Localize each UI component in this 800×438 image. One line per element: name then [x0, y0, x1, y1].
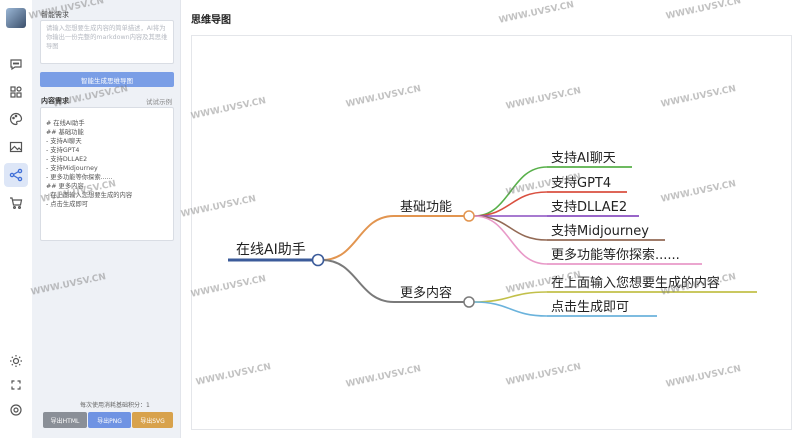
chat-icon[interactable] [8, 56, 24, 72]
watermark: WWW.UVSV.CN [498, 0, 575, 26]
branch-node [463, 296, 475, 308]
branch-connector [321, 215, 395, 261]
branch-label: 基础功能 [400, 200, 452, 215]
root-node [311, 253, 325, 267]
child-connector [473, 291, 548, 303]
icon-rail [0, 0, 33, 438]
usage-note: 每次使用消耗基础积分：1 [80, 402, 150, 409]
child-label: 支持AI聊天 [551, 151, 616, 166]
try-example-link[interactable]: 试试示例 [146, 98, 172, 106]
child-label: 点击生成即可 [551, 300, 629, 315]
desc-label: 智能需求 [41, 11, 69, 19]
branch-label: 更多内容 [400, 285, 452, 301]
child-connector [473, 215, 548, 265]
child-connector [473, 191, 548, 217]
export-svg-button[interactable]: 导出SVG [132, 412, 173, 428]
input-panel: 智能需求 智能生成思维导图 内容需求 试试示例 每次使用消耗基础积分：1 导出H… [32, 0, 181, 438]
image-icon[interactable] [8, 139, 24, 155]
child-label: 支持GPT4 [551, 176, 611, 191]
watermark: WWW.UVSV.CN [665, 0, 742, 22]
avatar[interactable] [6, 8, 26, 28]
child-label: 支持Midjourney [551, 224, 649, 239]
sun-icon[interactable] [8, 353, 24, 369]
child-connector [473, 215, 548, 241]
settings-icon[interactable] [8, 402, 24, 418]
apps-icon[interactable] [8, 84, 24, 100]
export-png-button[interactable]: 导出PNG [88, 412, 131, 428]
export-html-button[interactable]: 导出HTML [43, 412, 87, 428]
fullscreen-icon[interactable] [8, 377, 24, 393]
cart-icon[interactable] [8, 195, 24, 211]
content-label: 内容需求 [41, 97, 69, 105]
mindmap-canvas[interactable]: 基础功能 支持AI聊天支持GPT4 支持DLLAE2 支持Midjourney 更多功能… [191, 35, 792, 430]
child-label: 支持DLLAE2 [551, 200, 627, 215]
desc-input[interactable] [40, 20, 174, 64]
page-title: 思维导图 [191, 15, 231, 26]
branch-connector [321, 259, 395, 303]
mindmap-icon[interactable] [4, 163, 28, 187]
branch-node [463, 210, 475, 222]
content-input[interactable] [40, 107, 174, 241]
root-label: 在线AI助手 [236, 242, 306, 258]
child-connector [473, 166, 548, 217]
child-label: 在上面输入您想要生成的内容 [551, 275, 720, 291]
generate-mindmap-button[interactable]: 智能生成思维导图 [40, 72, 174, 87]
child-connector [473, 301, 548, 317]
child-label: 更多功能等你探索...... [551, 247, 680, 263]
palette-icon[interactable] [8, 111, 24, 127]
